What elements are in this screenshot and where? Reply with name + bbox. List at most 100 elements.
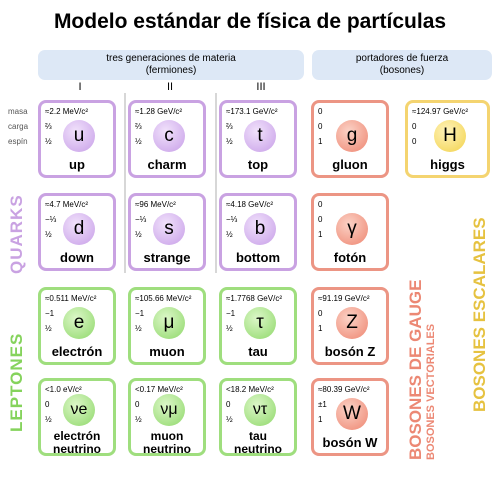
spin-value: ½	[226, 415, 233, 424]
spin-value: ½	[226, 137, 233, 146]
generation-divider-1	[124, 93, 126, 273]
quarks-label: QUARKS	[7, 194, 26, 274]
mass-value: <18.2 MeV/c²	[226, 385, 274, 394]
spin-value: 1	[318, 324, 323, 333]
mass-value: 0	[318, 107, 323, 116]
spin-value: 0	[412, 137, 417, 146]
particle-symbol: b	[244, 213, 276, 245]
particle-symbol: g	[336, 120, 368, 152]
mass-value: 0	[318, 200, 323, 209]
mass-value: ≈96 MeV/c²	[135, 200, 176, 209]
particle-name: charm	[147, 157, 187, 172]
mass-value: ≈1.7768 GeV/c²	[226, 294, 282, 303]
particle-name: muon	[149, 344, 185, 359]
charge-value: ⅔	[45, 122, 52, 131]
charge-value: 0	[318, 309, 323, 318]
particle-card-w-boson: ≈80.39 GeV/c² ±1 1 W bosón W	[311, 378, 389, 456]
particle-symbol: γ	[336, 213, 368, 245]
particle-card-strange: ≈96 MeV/c² −⅓ ½ s strange	[128, 193, 206, 271]
charge-value: −⅓	[226, 215, 238, 224]
particle-name: electrón	[51, 344, 103, 359]
particle-symbol: e	[63, 307, 95, 339]
charge-value: 0	[412, 122, 417, 131]
row-label-mass: masa	[8, 107, 28, 116]
gauge-bosons-label: BOSONES DE GAUGE	[406, 279, 425, 460]
particle-card-tau: ≈1.7768 GeV/c² −1 ½ τ tau	[219, 287, 297, 365]
particle-symbol: Z	[336, 307, 368, 339]
spin-value: 1	[318, 137, 323, 146]
particle-symbol: νμ	[153, 394, 185, 426]
mass-value: ≈1.28 GeV/c²	[135, 107, 183, 116]
particle-name: higgs	[430, 157, 465, 172]
spin-value: ½	[226, 230, 233, 239]
charge-value: −1	[226, 309, 236, 318]
spin-value: 1	[318, 230, 323, 239]
bosons-header: portadores de fuerza (bosones)	[312, 50, 492, 80]
charge-value: 0	[318, 215, 323, 224]
spin-value: ½	[45, 230, 52, 239]
scalar-bosons-label: BOSONES ESCALARES	[470, 217, 489, 412]
generation-label-1: I	[78, 81, 82, 93]
mass-value: ≈0.511 MeV/c²	[45, 294, 97, 303]
particle-name: bottom	[235, 250, 281, 265]
spin-value: ½	[135, 137, 142, 146]
particle-name: muon neutrino	[143, 429, 191, 456]
particle-card-gluon: 0 0 1 g gluon	[311, 100, 389, 178]
particle-name: down	[60, 250, 94, 265]
particle-name: fotón	[333, 250, 367, 265]
charge-value: −⅓	[45, 215, 57, 224]
charge-value: 0	[45, 400, 50, 409]
particle-card-bottom: ≈4.18 GeV/c² −⅓ ½ b bottom	[219, 193, 297, 271]
leptons-label: LEPTONES	[7, 332, 26, 432]
spin-value: 1	[318, 415, 323, 424]
mass-value: ≈105.66 MeV/c²	[135, 294, 192, 303]
charge-value: 0	[226, 400, 231, 409]
page-title: Modelo estándar de física de partículas	[53, 10, 447, 33]
mass-value: ≈2.2 MeV/c²	[45, 107, 89, 116]
charge-value: −1	[135, 309, 145, 318]
spin-value: ½	[226, 324, 233, 333]
particle-name: tau	[248, 344, 268, 359]
mass-value: ≈4.18 GeV/c²	[226, 200, 274, 209]
particle-symbol: H	[434, 120, 466, 152]
particle-name: top	[247, 157, 269, 172]
particle-card-up: ≈2.2 MeV/c² ⅔ ½ u up	[38, 100, 116, 178]
generation-label-2: II	[166, 81, 174, 93]
mass-value: <0.17 MeV/c²	[135, 385, 183, 394]
spin-value: ½	[45, 137, 52, 146]
particle-card-charm: ≈1.28 GeV/c² ⅔ ½ c charm	[128, 100, 206, 178]
mass-value: <1.0 eV/c²	[45, 385, 82, 394]
particle-card-muon: ≈105.66 MeV/c² −1 ½ μ muon	[128, 287, 206, 365]
spin-value: ½	[45, 415, 52, 424]
particle-card-muon-neutrino: <0.17 MeV/c² 0 ½ νμ muon neutrino	[128, 378, 206, 456]
charge-value: ⅔	[135, 122, 142, 131]
particle-name: tau neutrino	[234, 429, 282, 456]
particle-name: up	[69, 157, 85, 172]
particle-symbol: t	[244, 120, 276, 152]
particle-symbol: τ	[244, 307, 276, 339]
particle-card-down: ≈4.7 MeV/c² −⅓ ½ d down	[38, 193, 116, 271]
particle-card-top: ≈173.1 GeV/c² ⅔ ½ t top	[219, 100, 297, 178]
particle-symbol: d	[63, 213, 95, 245]
charge-value: 0	[318, 122, 323, 131]
particle-name: strange	[143, 250, 191, 265]
mass-value: ≈173.1 GeV/c²	[226, 107, 278, 116]
charge-value: ±1	[318, 400, 327, 409]
particle-card-tau-neutrino: <18.2 MeV/c² 0 ½ ντ tau neutrino	[219, 378, 297, 456]
particle-card-electron: ≈0.511 MeV/c² −1 ½ e electrón	[38, 287, 116, 365]
fermions-header: tres generaciones de materia (fermiones)	[38, 50, 304, 80]
row-label-spin: espín	[8, 137, 28, 146]
particle-card-higgs: ≈124.97 GeV/c² 0 0 H higgs	[405, 100, 490, 178]
row-label-charge: carga	[8, 122, 29, 131]
vector-bosons-label: BOSONES VECTORIALES	[425, 323, 437, 460]
charge-value: −⅓	[135, 215, 147, 224]
particle-symbol: s	[153, 213, 185, 245]
spin-value: ½	[135, 324, 142, 333]
particle-name: bosón Z	[324, 344, 376, 359]
particle-name: electrón neutrino	[53, 429, 101, 456]
generation-divider-2	[215, 93, 217, 273]
charge-value: ⅔	[226, 122, 233, 131]
particle-symbol: W	[336, 398, 368, 430]
particle-name: bosón W	[322, 435, 378, 450]
particle-symbol: ντ	[244, 394, 276, 426]
